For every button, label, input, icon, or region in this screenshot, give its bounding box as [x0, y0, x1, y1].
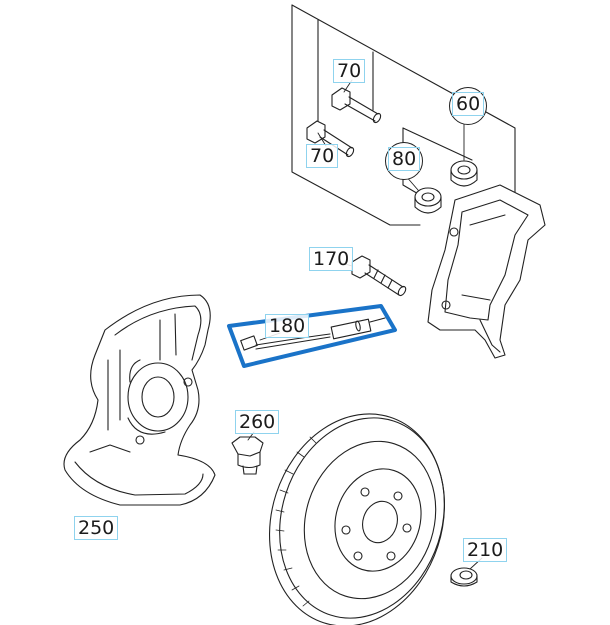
bolt-170 — [351, 255, 407, 297]
part-label-260[interactable]: 260 — [235, 410, 280, 434]
guide-bolt-70-upper — [331, 87, 382, 124]
selection-highlight-box — [227, 304, 397, 368]
wear-sensor-180 — [240, 317, 386, 351]
part-label-170[interactable]: 170 — [309, 247, 354, 271]
part-label-80[interactable]: 80 — [388, 147, 421, 171]
part-label-70-upper[interactable]: 70 — [333, 59, 366, 83]
caliper-carrier — [427, 184, 546, 359]
bolt-210 — [450, 567, 478, 587]
brake-disc — [268, 413, 446, 625]
part-label-70-lower[interactable]: 70 — [306, 144, 339, 168]
part-label-210[interactable]: 210 — [463, 538, 508, 562]
callout-circle-80 — [385, 142, 423, 180]
part-label-250[interactable]: 250 — [74, 516, 119, 540]
bushing-60 — [450, 160, 478, 187]
hardware-group-bracket — [291, 4, 516, 226]
bolt-260 — [231, 436, 264, 475]
splash-guard-250 — [63, 294, 216, 506]
bushing-80 — [414, 187, 442, 214]
part-label-60[interactable]: 60 — [452, 92, 485, 116]
part-label-180[interactable]: 180 — [265, 314, 310, 338]
callout-circle-60 — [449, 87, 487, 125]
